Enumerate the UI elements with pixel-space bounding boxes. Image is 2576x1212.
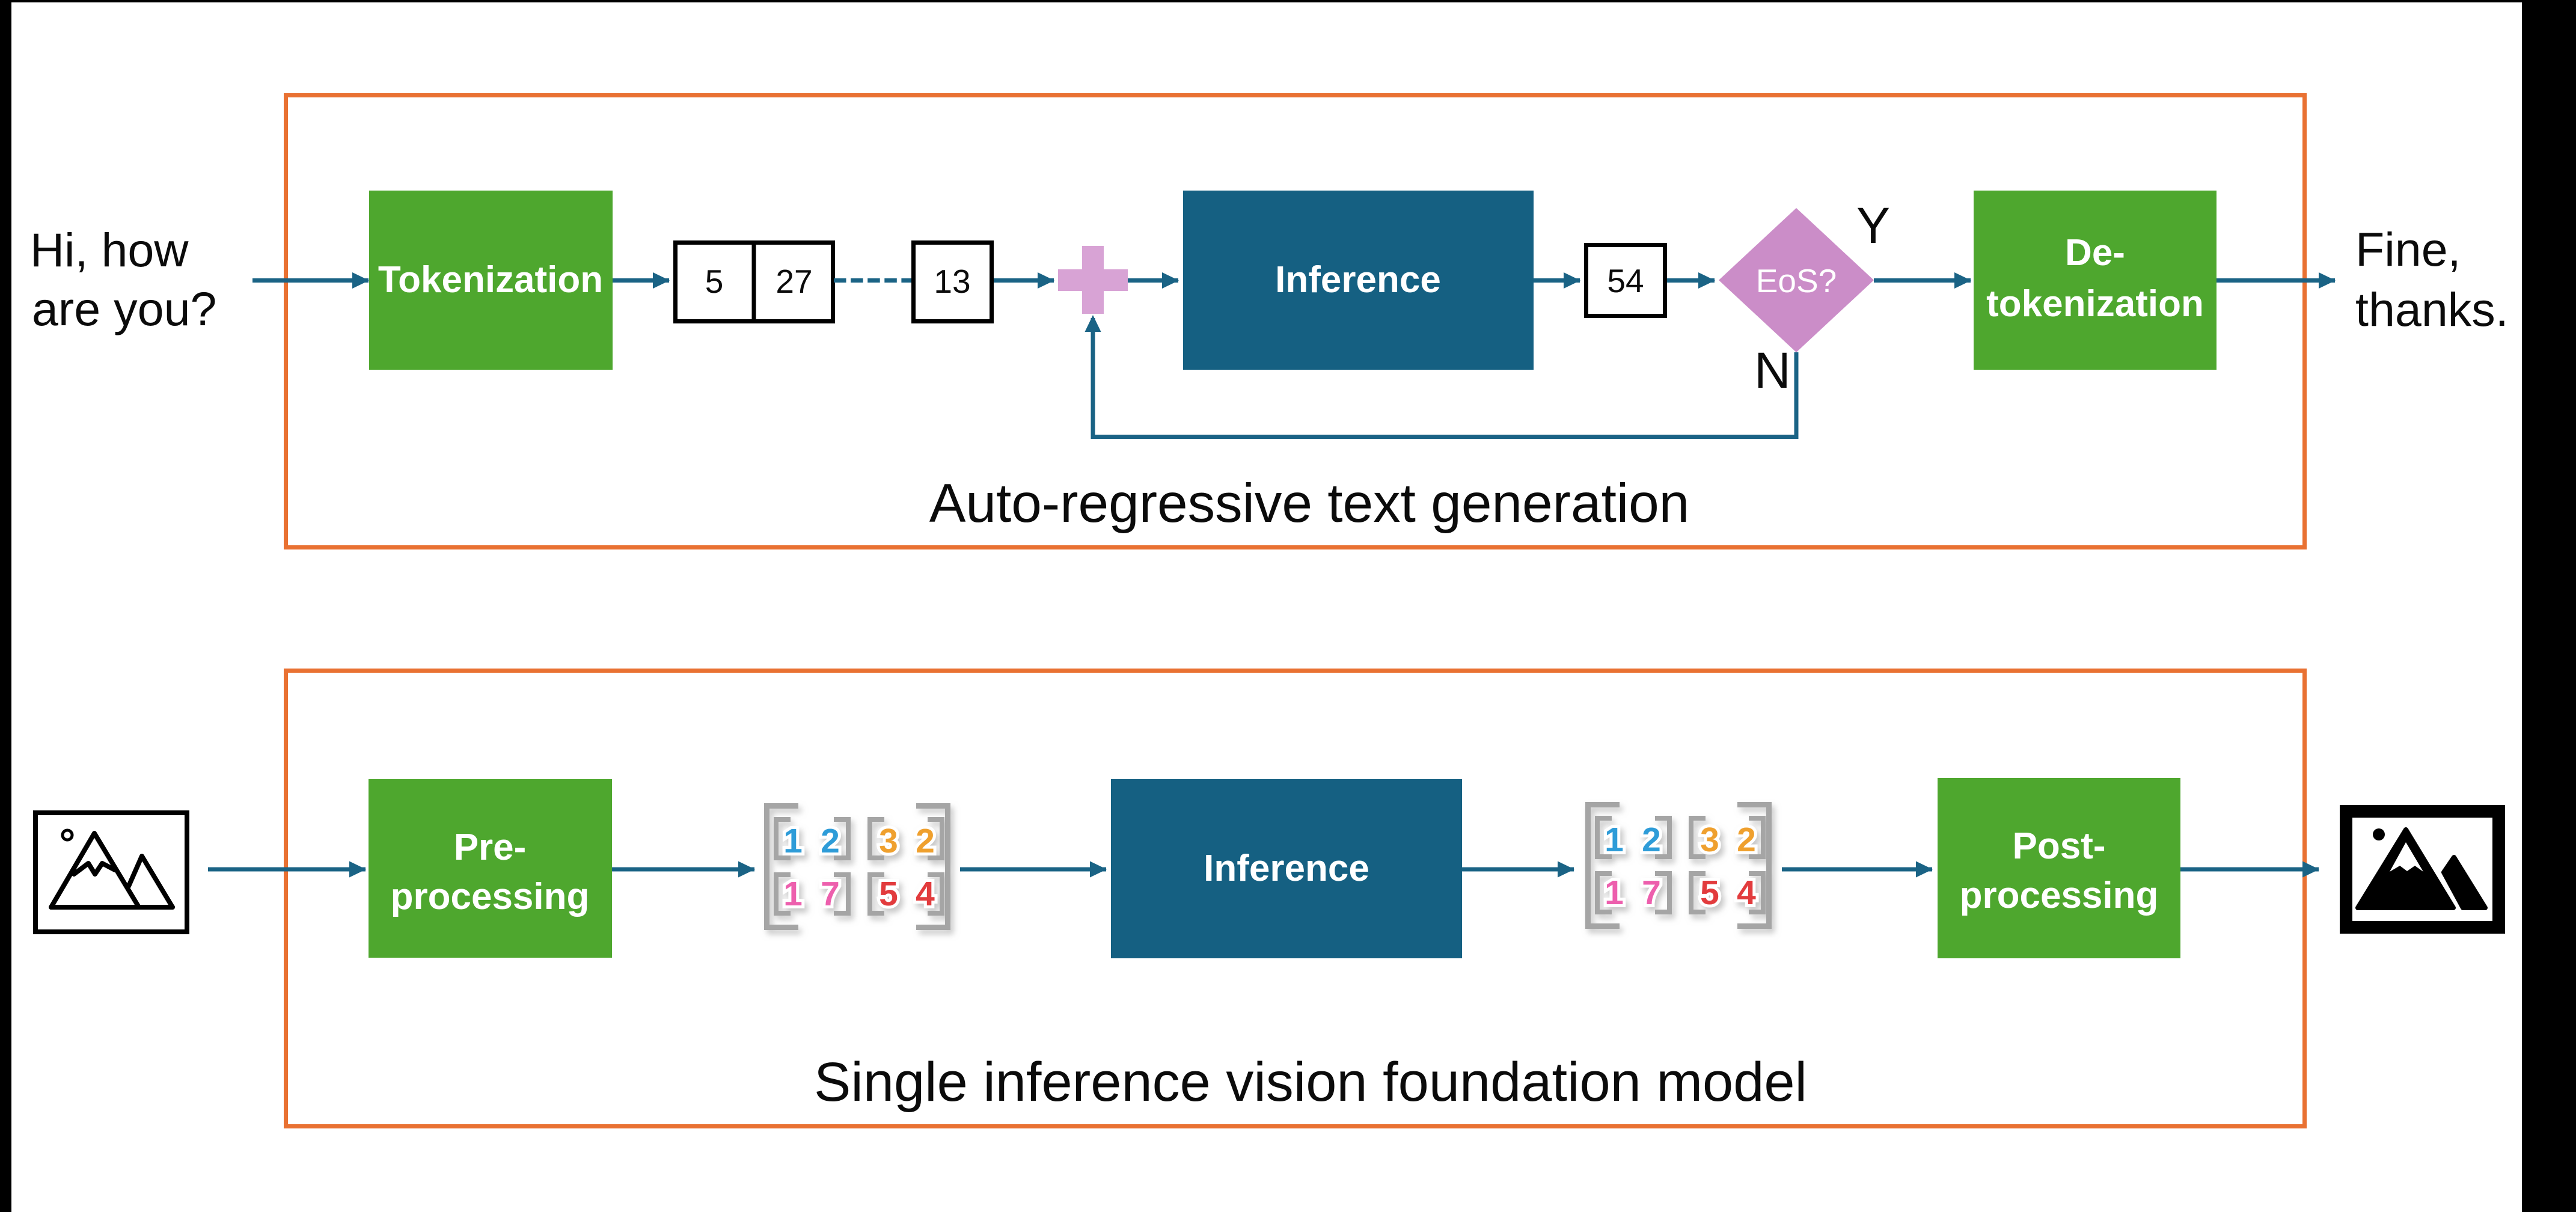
svg-text:2: 2 [1737, 821, 1756, 859]
svg-text:2: 2 [1642, 821, 1661, 859]
svg-text:2: 2 [821, 822, 840, 860]
svg-text:1: 1 [783, 822, 803, 860]
svg-text:1: 1 [783, 875, 803, 913]
svg-text:EoS?: EoS? [1756, 262, 1837, 299]
svg-text:processing: processing [1960, 875, 2159, 916]
svg-text:3: 3 [879, 822, 898, 860]
svg-text:Inference: Inference [1275, 259, 1441, 301]
svg-text:processing: processing [391, 876, 590, 917]
svg-text:N: N [1754, 342, 1791, 399]
svg-text:Single inference vision founda: Single inference vision foundation model [814, 1051, 1807, 1113]
svg-text:13: 13 [934, 263, 970, 300]
svg-text:54: 54 [1607, 262, 1644, 299]
svg-text:Y: Y [1856, 197, 1890, 254]
svg-text:1: 1 [1605, 821, 1624, 859]
svg-text:Inference: Inference [1204, 848, 1369, 889]
svg-text:7: 7 [821, 875, 840, 913]
svg-text:4: 4 [916, 875, 935, 913]
svg-text:thanks.: thanks. [2355, 283, 2509, 336]
svg-text:5: 5 [879, 875, 898, 913]
svg-text:tokenization: tokenization [1986, 283, 2204, 325]
svg-text:are you?: are you? [32, 282, 216, 335]
svg-text:2: 2 [916, 822, 935, 860]
svg-text:Pre-: Pre- [454, 827, 527, 868]
svg-text:3: 3 [1700, 821, 1719, 859]
svg-text:Auto-regressive text generatio: Auto-regressive text generation [929, 473, 1690, 534]
svg-text:7: 7 [1642, 874, 1661, 912]
svg-text:Post-: Post- [2013, 825, 2106, 867]
svg-text:4: 4 [1737, 874, 1756, 912]
svg-text:5: 5 [1700, 874, 1719, 912]
svg-text:27: 27 [776, 263, 812, 300]
svg-text:Hi, how: Hi, how [30, 223, 189, 277]
svg-text:5: 5 [705, 263, 724, 300]
svg-text:1: 1 [1605, 874, 1624, 912]
svg-text:De-: De- [2065, 232, 2125, 274]
svg-text:Fine,: Fine, [2355, 222, 2461, 276]
svg-text:Tokenization: Tokenization [378, 259, 603, 301]
